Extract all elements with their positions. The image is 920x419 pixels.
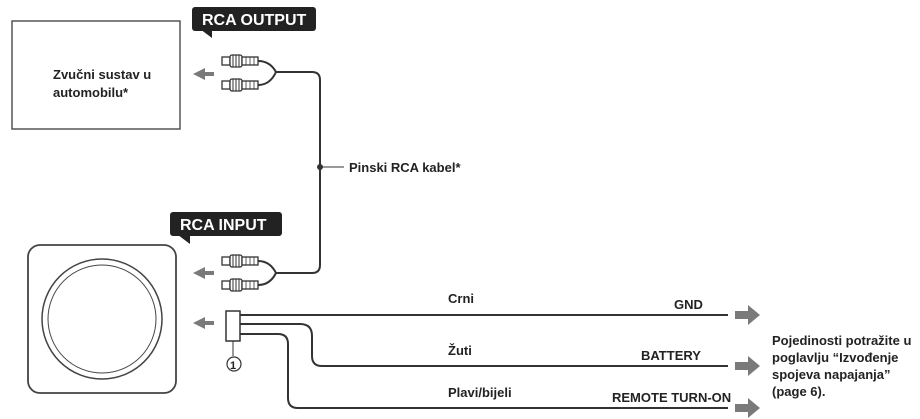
blue-white-wire <box>240 333 728 409</box>
gnd-label: GND <box>674 297 703 312</box>
battery-label: BATTERY <box>641 348 701 363</box>
marker-circle <box>226 356 242 372</box>
car-audio-label-1: Zvučni sustav u <box>53 67 151 82</box>
yellow-wire <box>240 323 728 367</box>
rca-plug-icon <box>221 54 259 68</box>
note-line-1: Pojedinosti potražite u <box>772 333 911 348</box>
rca-output-label: RCA OUTPUT <box>202 12 307 29</box>
marker-number: 1 <box>230 360 236 372</box>
rca-output-tag: RCA OUTPUT <box>192 7 316 38</box>
pin-cable-label: Pinski RCA kabel* <box>349 160 461 175</box>
car-audio-label-2: automobilu* <box>53 85 129 100</box>
rca-input-tag: RCA INPUT <box>170 212 282 244</box>
input-arrow-icon <box>193 267 214 279</box>
rca-plug-icon <box>221 78 259 92</box>
power-connector <box>225 310 241 342</box>
blue-white-wire-label: Plavi/bijeli <box>448 385 512 400</box>
yellow-wire-label: Žuti <box>448 343 472 358</box>
rca-plug-icon <box>221 278 259 292</box>
top-cable <box>257 60 321 274</box>
car-audio-box <box>11 20 181 130</box>
power-arrow-icon <box>193 317 214 329</box>
note-line-2: poglavlju “Izvođenje <box>772 350 898 365</box>
battery-arrow-icon <box>735 356 760 376</box>
note-line-4: (page 6). <box>772 384 825 399</box>
gnd-arrow-icon <box>735 305 760 325</box>
rca-plug-icon <box>221 254 259 268</box>
black-wire-label: Crni <box>448 291 474 306</box>
speaker-cone-inner <box>47 264 157 374</box>
input-arrow-icon <box>193 68 214 80</box>
remote-arrow-icon <box>735 398 760 418</box>
remote-label: REMOTE TURN-ON <box>612 390 731 405</box>
rca-input-label: RCA INPUT <box>180 217 267 234</box>
note-line-3: spojeva napajanja” <box>772 367 891 382</box>
